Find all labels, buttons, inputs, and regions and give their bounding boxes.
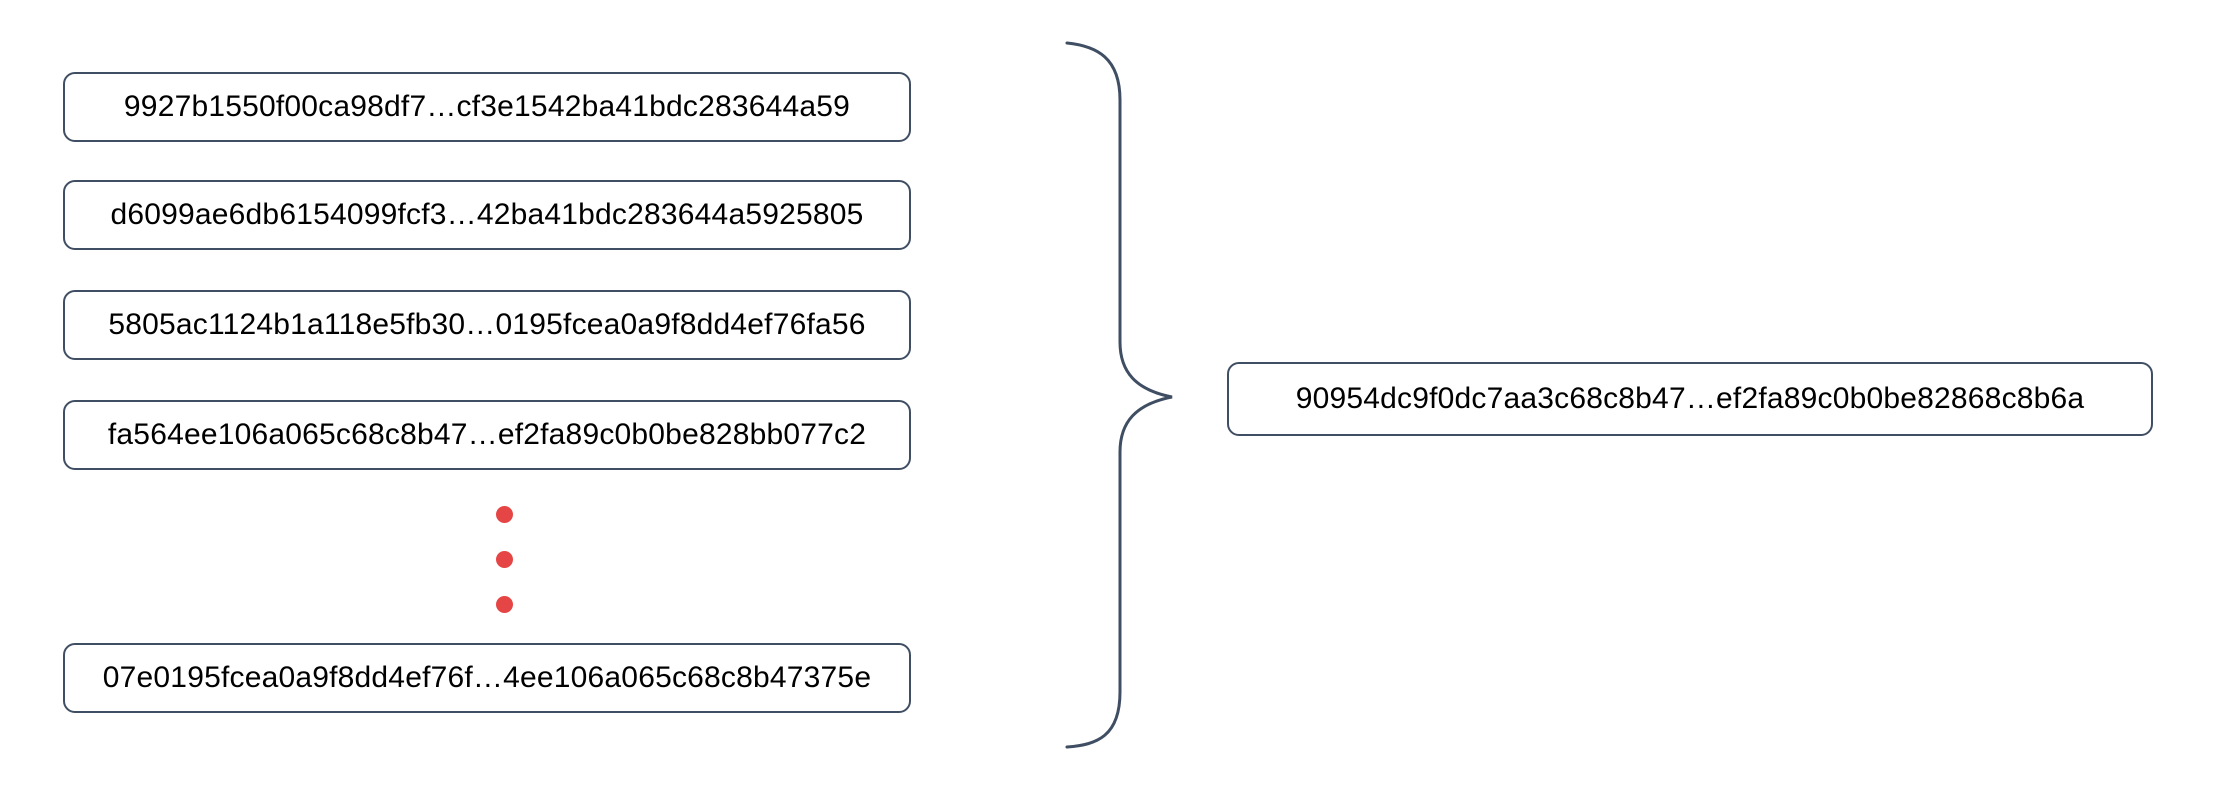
- ellipsis-dots-icon: [496, 506, 513, 613]
- hash-box-1: 9927b1550f00ca98df7…cf3e1542ba41bdc28364…: [63, 72, 911, 142]
- result-hash-box: 90954dc9f0dc7aa3c68c8b47…ef2fa89c0b0be82…: [1227, 362, 2153, 436]
- ellipsis-dot: [496, 596, 513, 613]
- hash-box-3: 5805ac1124b1a118e5fb30…0195fcea0a9f8dd4e…: [63, 290, 911, 360]
- hash-box-5: 07e0195fcea0a9f8dd4ef76f…4ee106a065c68c8…: [63, 643, 911, 713]
- hash-box-4: fa564ee106a065c68c8b47…ef2fa89c0b0be828b…: [63, 400, 911, 470]
- ellipsis-dot: [496, 506, 513, 523]
- ellipsis-dot: [496, 551, 513, 568]
- right-curly-brace-path: [1065, 41, 1173, 749]
- hash-box-2: d6099ae6db6154099fcf3…42ba41bdc283644a59…: [63, 180, 911, 250]
